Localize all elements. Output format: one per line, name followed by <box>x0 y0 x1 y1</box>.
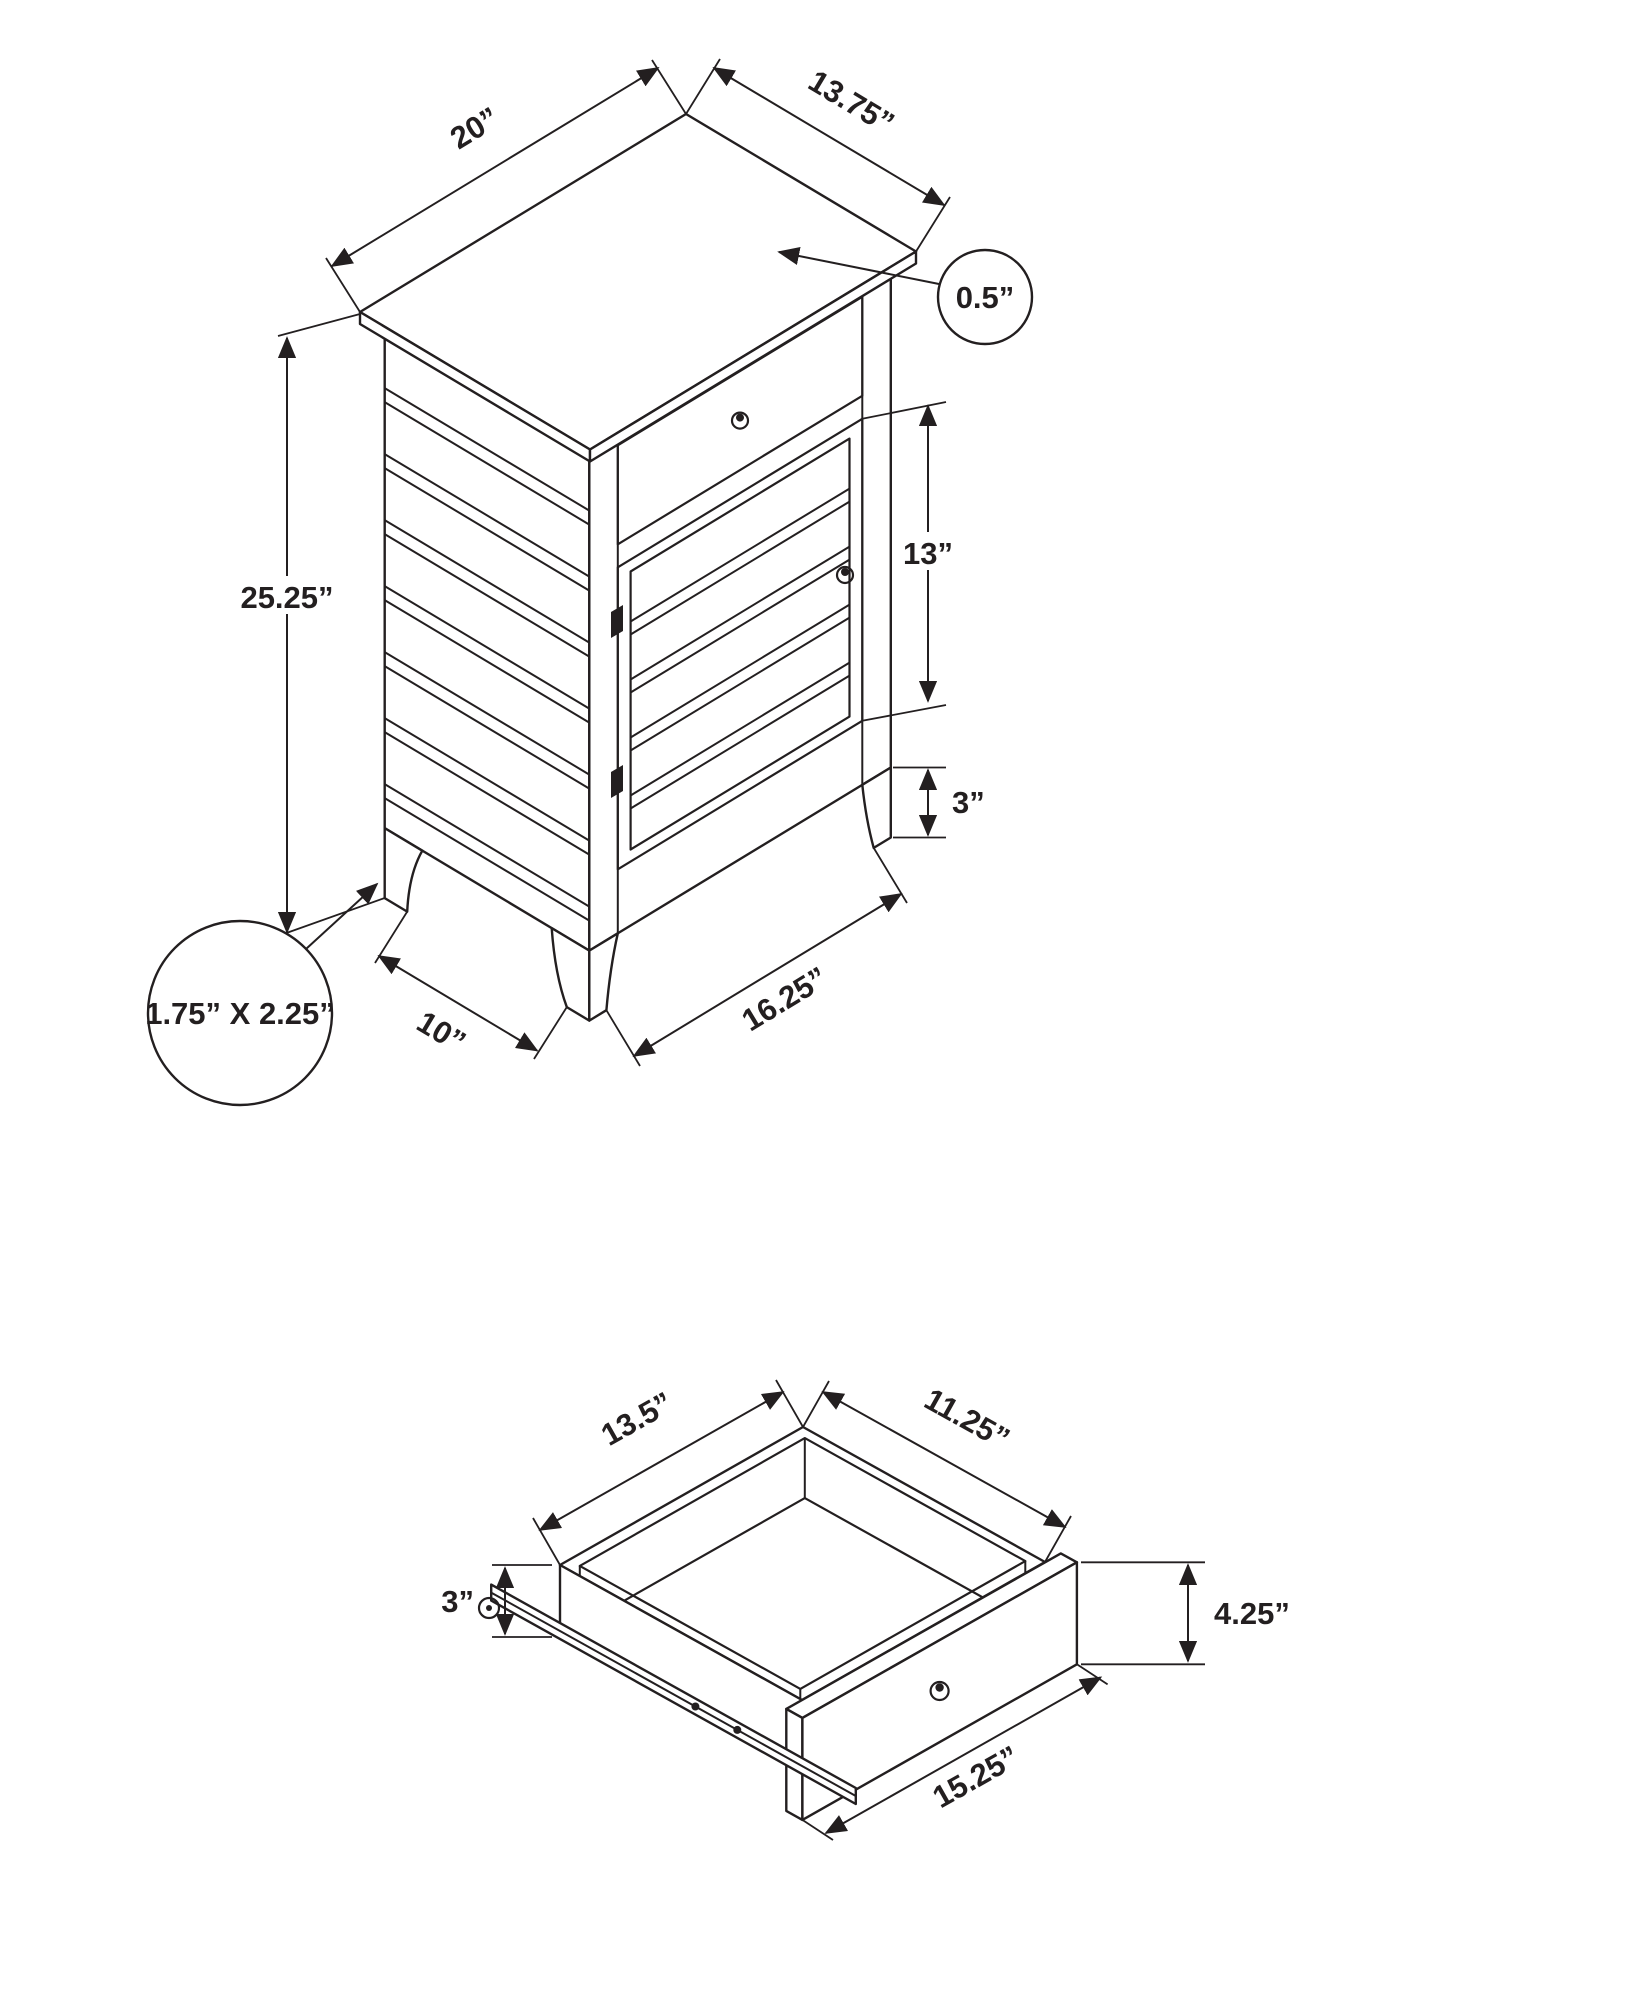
thickness-balloon <box>936 248 1034 346</box>
dim-front-panel-height: 4.25” <box>1081 1561 1290 1666</box>
leg-back-left <box>383 826 424 913</box>
dim-door-height: 13” <box>862 401 958 722</box>
door-hinge-icon <box>611 765 623 798</box>
dim-label-door-height: 13” <box>903 536 953 571</box>
dim-label-top-width: 20” <box>444 100 505 156</box>
dim-label-front-panel-width: 15.25” <box>927 1739 1025 1815</box>
dim-label-leg-cross-section: 1.75” X 2.25” <box>145 996 335 1031</box>
door-slats <box>630 487 851 810</box>
cabinet-front-panel <box>588 262 892 952</box>
rail-rivet-icon <box>733 1725 742 1734</box>
dim-label-overall-height: 25.25” <box>240 580 333 615</box>
dim-label-leg-height: 3” <box>952 785 985 820</box>
dim-side-leg-spacing: 10” <box>374 911 568 1060</box>
cabinet-legs <box>383 766 892 1022</box>
cabinet-door-frame <box>629 437 851 851</box>
drawer-drawing: 13.5” 11.25” 3” 4.25” 15.25” <box>441 1379 1290 1841</box>
cabinet-side-panel <box>383 322 591 952</box>
leg-balloon <box>146 919 334 1107</box>
leg-right <box>861 766 892 850</box>
side-slats <box>384 387 590 922</box>
cabinet-drawing: 20” 13.75” 0.5” 25.25” 13” <box>145 58 1034 1107</box>
drawer-knob-icon <box>730 411 750 430</box>
dim-label-front-panel-height: 4.25” <box>1214 1596 1290 1631</box>
leg-front-right-face <box>588 932 619 1022</box>
dim-top-thickness: 0.5” <box>777 246 1034 346</box>
door-hinge-icon <box>611 605 623 638</box>
leg-front-left-face <box>550 926 591 1022</box>
rail-rivet-icon <box>691 1702 700 1711</box>
dim-label-box-width: 11.25” <box>919 1381 1016 1456</box>
dim-overall-height: 25.25” <box>236 313 386 937</box>
dim-label-side-leg-spacing: 10” <box>411 1004 472 1060</box>
dim-label-front-leg-spacing: 16.25” <box>736 960 834 1038</box>
dim-label-top-thickness: 0.5” <box>956 280 1015 315</box>
tabletop-front-edge <box>588 250 918 463</box>
door-knob-icon <box>835 565 855 585</box>
dim-box-side-height: 3” <box>441 1564 552 1638</box>
dim-leg-cross-section: 1.75” X 2.25” <box>145 882 379 1107</box>
dim-label-box-side-height: 3” <box>441 1584 474 1619</box>
dim-label-box-depth: 13.5” <box>595 1385 678 1453</box>
dim-leg-height: 3” <box>893 766 985 839</box>
